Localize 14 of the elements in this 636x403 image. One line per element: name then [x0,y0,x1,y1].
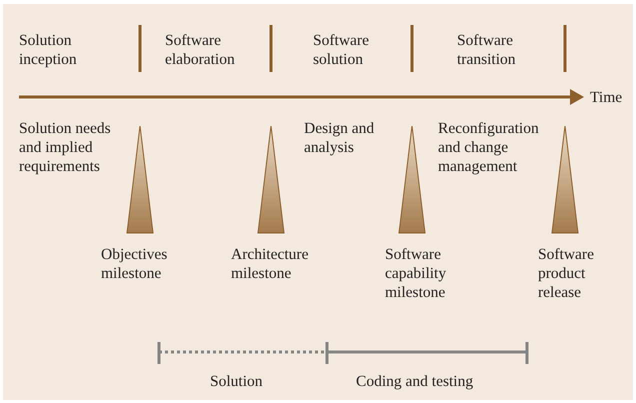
bracket-label: Solution [210,372,264,391]
phase-label: Software transition [457,31,517,69]
milestone-label: Objectives milestone [101,245,168,283]
activity-note: Design and analysis [304,119,376,157]
activity-note: Reconfiguration and change management [438,119,540,176]
axis-label: Time [590,88,624,107]
milestone-label: Software product release [538,245,595,302]
milestone-label: Architecture milestone [231,245,310,283]
bracket-label: Coding and testing [356,372,474,391]
phase-label: Software elaboration [165,31,236,69]
activity-note: Solution needs and implied requirements [19,119,112,176]
phase-label: Software solution [313,31,370,69]
phase-label: Solution inception [19,31,78,69]
milestone-label: Software capability milestone [385,245,448,302]
